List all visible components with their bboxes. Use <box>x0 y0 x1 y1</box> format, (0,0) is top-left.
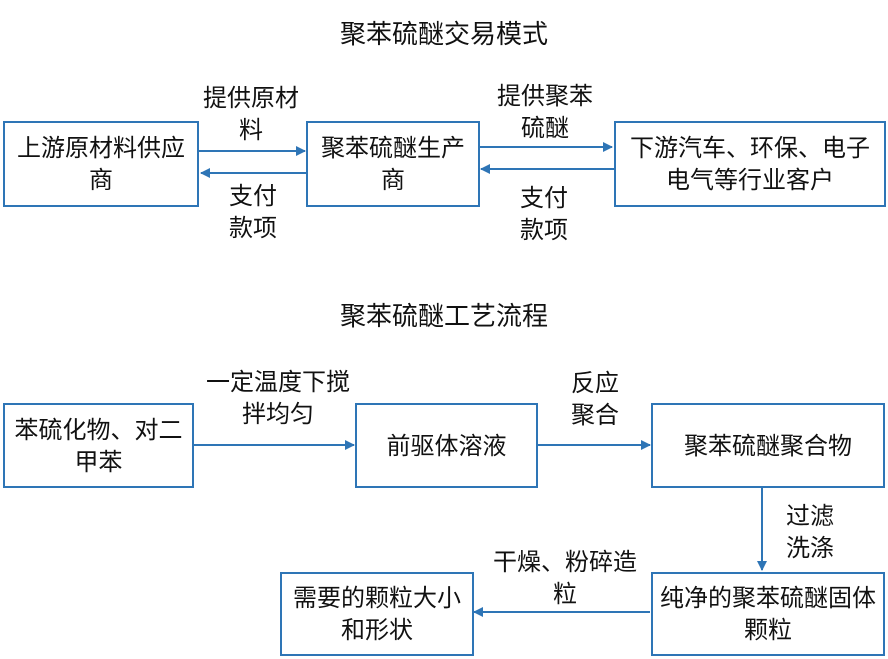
downstream-customer-text: 下游汽车、环保、电子电气等行业客户 <box>630 134 870 194</box>
upstream-supplier-box: 上游原材料供应商 <box>3 121 199 207</box>
label-dry: 干燥、粉碎造粒 <box>493 548 637 608</box>
title-process-flow: 聚苯硫醚工艺流程 <box>339 302 548 332</box>
producer-box: 聚苯硫醚生产商 <box>306 121 480 207</box>
label-supply-raw: 提供原材料 <box>203 84 299 144</box>
pure-solid-text: 纯净的聚苯硫醚固体颗粒 <box>660 584 876 644</box>
precursor-text: 前驱体溶液 <box>386 431 507 460</box>
label-react: 反应聚合 <box>571 369 619 429</box>
materials-box: 苯硫化物、对二甲苯 <box>3 403 194 488</box>
label-pay-producer: 支付款项 <box>520 184 568 244</box>
upstream-supplier-text: 上游原材料供应商 <box>17 134 185 194</box>
polymer-box: 聚苯硫醚聚合物 <box>651 403 885 488</box>
final-product-box: 需要的颗粒大小和形状 <box>280 572 474 656</box>
producer-text: 聚苯硫醚生产商 <box>321 134 465 194</box>
downstream-customer-box: 下游汽车、环保、电子电气等行业客户 <box>614 121 886 207</box>
title-trade-mode: 聚苯硫醚交易模式 <box>339 20 548 50</box>
label-pay-upstream: 支付款项 <box>229 182 277 242</box>
materials-text: 苯硫化物、对二甲苯 <box>14 415 183 476</box>
label-stir: 一定温度下搅拌均匀 <box>206 368 350 428</box>
label-supply-pps: 提供聚苯硫醚 <box>497 82 593 142</box>
precursor-box: 前驱体溶液 <box>355 403 538 488</box>
polymer-text: 聚苯硫醚聚合物 <box>684 431 852 460</box>
final-product-text: 需要的颗粒大小和形状 <box>293 584 461 644</box>
pure-solid-box: 纯净的聚苯硫醚固体颗粒 <box>651 572 885 656</box>
label-filter: 过滤洗涤 <box>786 502 834 562</box>
